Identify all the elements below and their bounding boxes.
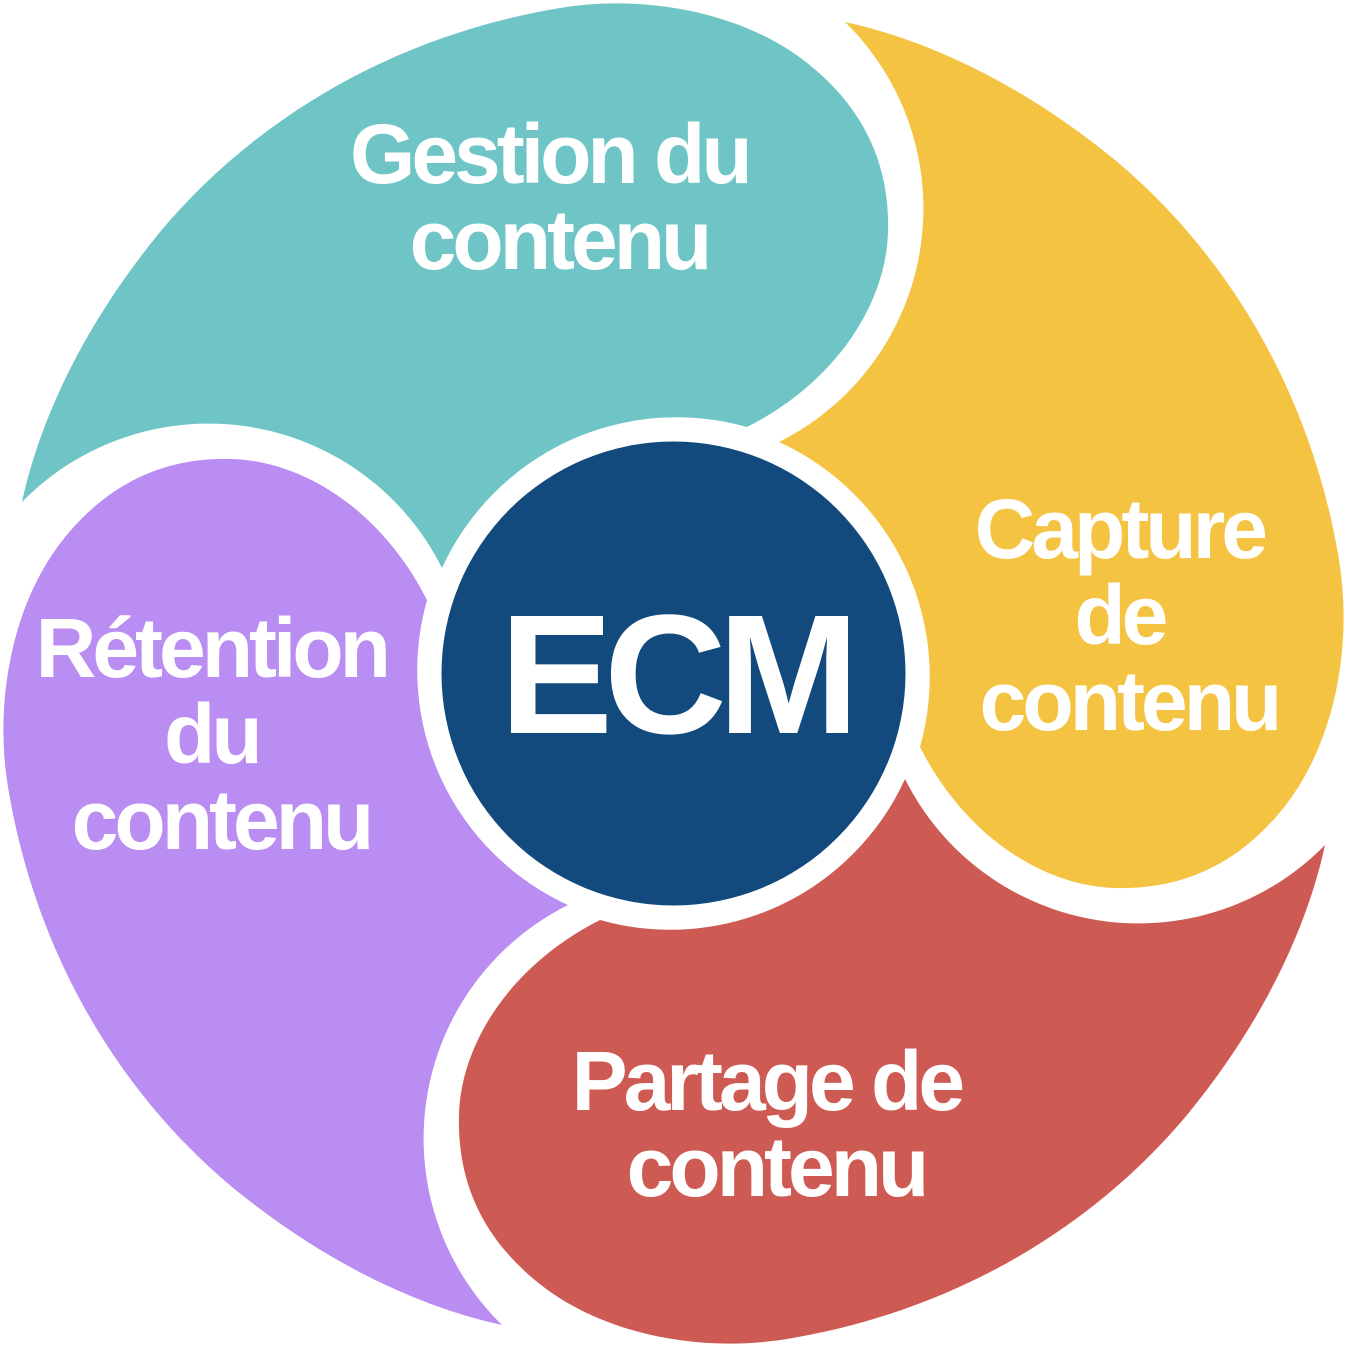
label-partage: Partage de contenu bbox=[572, 1034, 981, 1214]
label-capture: Capture de contenu bbox=[975, 482, 1284, 748]
label-gestion: Gestion du contenu bbox=[350, 107, 768, 287]
center-label: ECM bbox=[500, 580, 851, 770]
center-circle bbox=[441, 441, 906, 906]
label-retention: Rétention du contenu bbox=[36, 601, 407, 867]
